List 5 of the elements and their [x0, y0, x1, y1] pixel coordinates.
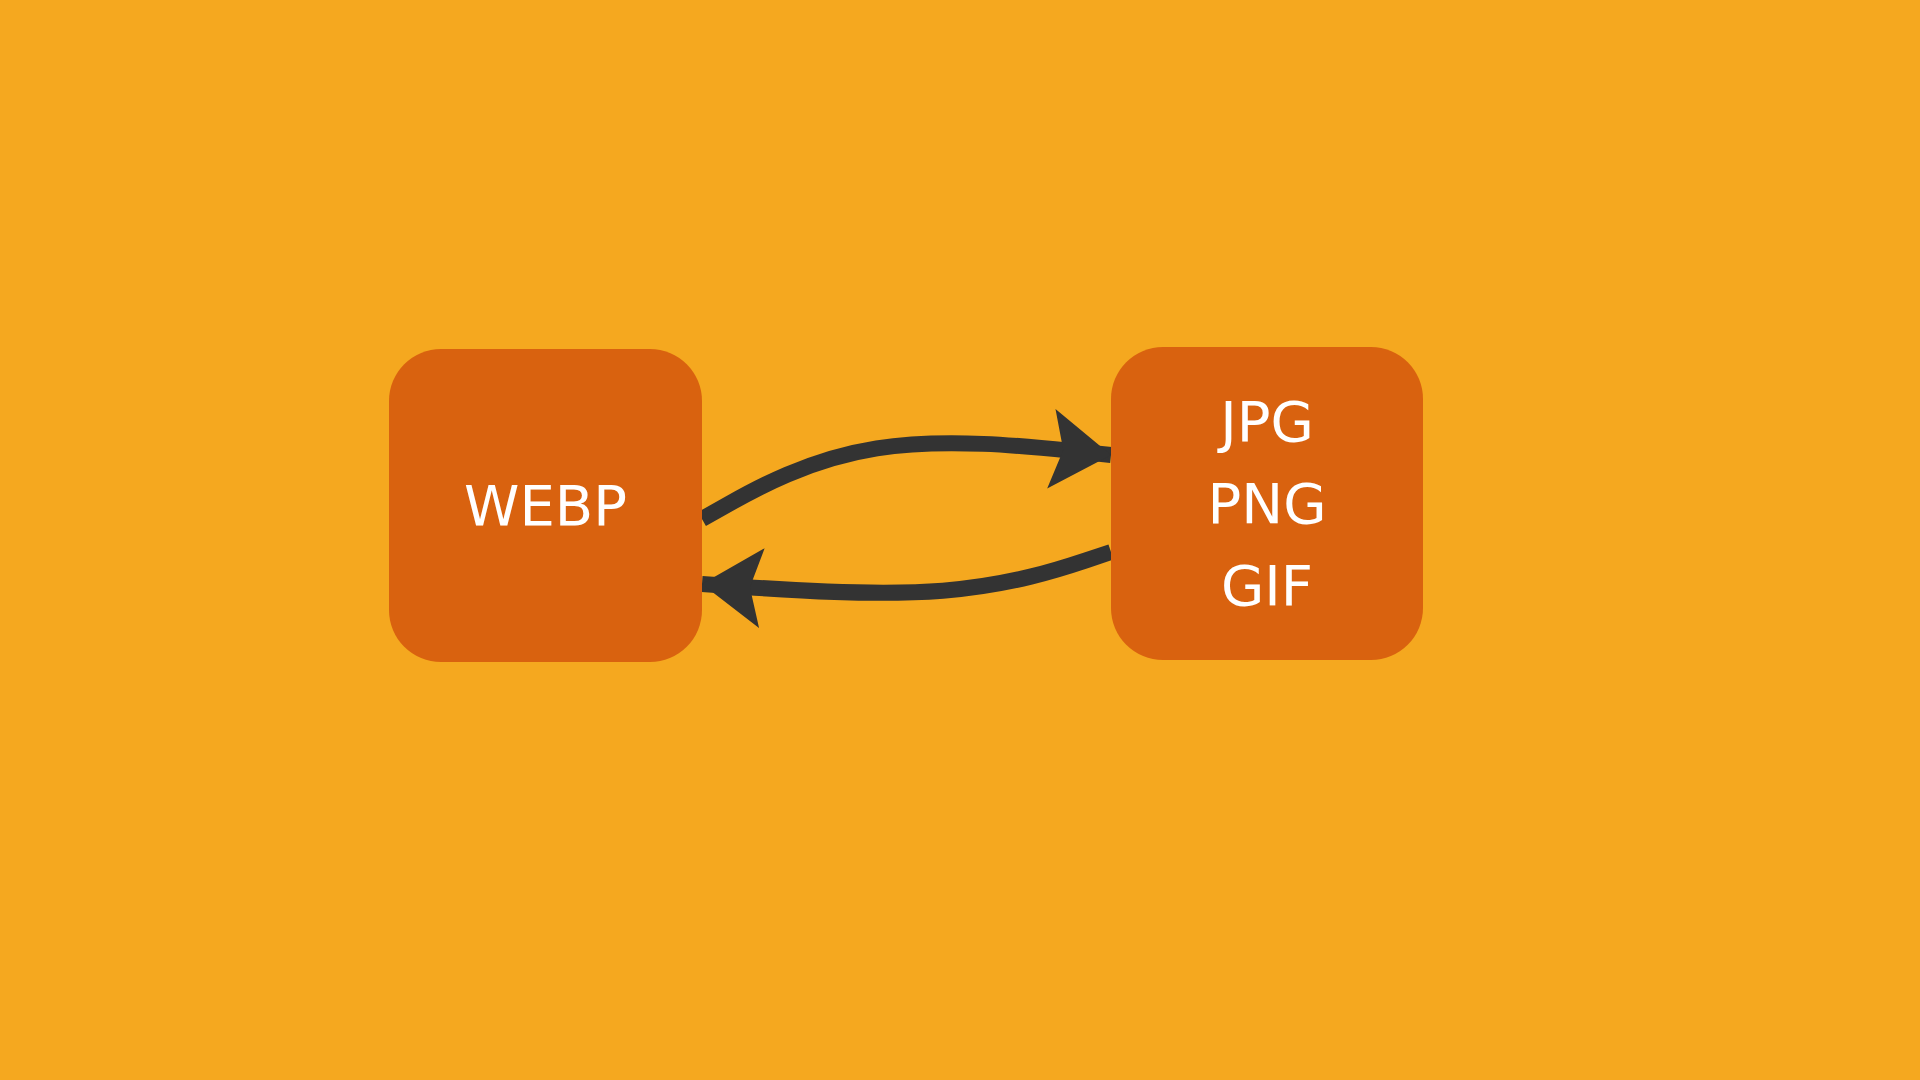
format-box [389, 349, 702, 662]
format-label: WEBP [464, 471, 627, 540]
format-label: GIF [1220, 551, 1314, 620]
format-box [1111, 347, 1423, 660]
format-label: PNG [1207, 469, 1327, 538]
